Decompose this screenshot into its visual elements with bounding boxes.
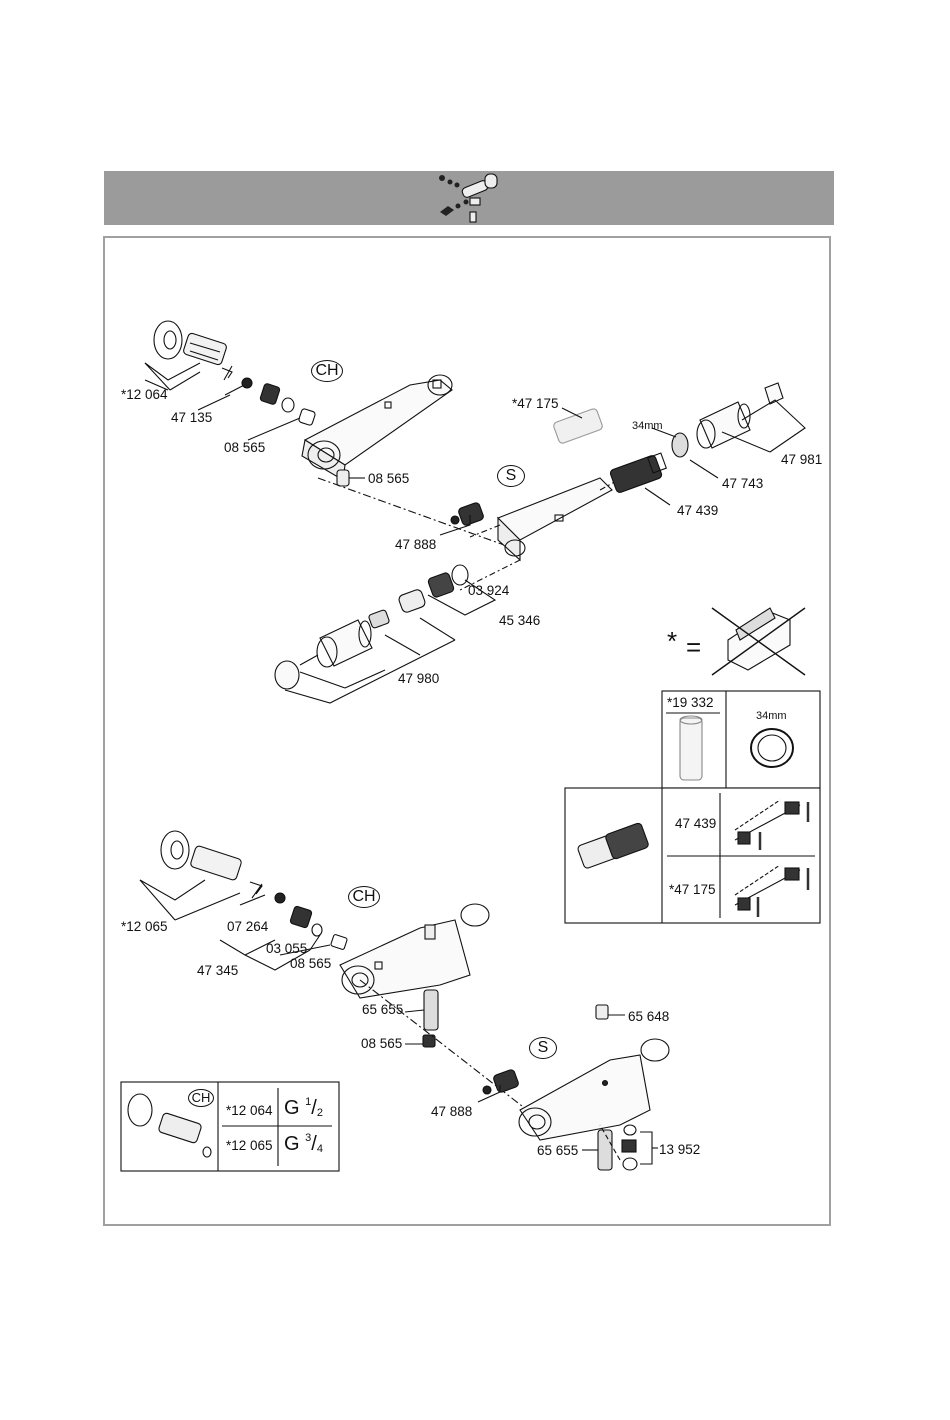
table-row-1-thread: G 1/2	[284, 1097, 323, 1119]
label-45346: 45 346	[499, 614, 540, 628]
cap-65648-shape	[596, 1005, 608, 1019]
label-19332: *19 332	[667, 696, 714, 710]
label-47439: 47 439	[677, 504, 718, 518]
label-65655-b: 65 655	[537, 1144, 578, 1158]
flow-handle-shape	[317, 620, 372, 667]
label-47888: 47 888	[395, 538, 436, 552]
rosette-shape	[154, 321, 182, 359]
check-valve-shape	[183, 332, 228, 365]
grohe-box-crossed-icon	[712, 608, 805, 675]
badge-ch-table: CH	[188, 1089, 214, 1107]
label-12064: *12 064	[121, 388, 168, 402]
table-row-2-part: *12 065	[226, 1139, 273, 1153]
thermo-handle-shape	[697, 402, 750, 448]
label-03055: 03 055	[266, 942, 307, 956]
table-row-2-thread: G 3/4	[284, 1133, 323, 1155]
label-08565-c: 08 565	[290, 957, 331, 971]
rosette-shape	[161, 831, 189, 869]
label-65648: 65 648	[628, 1010, 669, 1024]
legend-equals: =	[686, 634, 701, 660]
badge-ch: CH	[311, 360, 343, 382]
label-47439-legend: 47 439	[675, 817, 716, 831]
label-47135: 47 135	[171, 411, 212, 425]
label-47980: 47 980	[398, 672, 439, 686]
label-47981: 47 981	[781, 453, 822, 467]
shower-thermostat-exploded-icon	[439, 174, 497, 222]
label-47175: *47 175	[512, 397, 559, 411]
badge-s-bath: S	[529, 1037, 557, 1059]
flow-cap-shape	[275, 661, 299, 689]
label-13952: 13 952	[659, 1143, 700, 1157]
cartridge-tube-shape	[680, 718, 702, 780]
label-47743: 47 743	[722, 477, 763, 491]
label-08565-a: 08 565	[224, 441, 265, 455]
badge-s: S	[497, 465, 525, 487]
shower-body-shape	[302, 375, 452, 480]
label-08565-b: 08 565	[368, 472, 409, 486]
label-34mm: 34mm	[632, 421, 663, 432]
table-row-1-part: *12 064	[226, 1104, 273, 1118]
badge-ch-bath: CH	[348, 886, 380, 908]
legend-star: *	[667, 628, 677, 654]
shower-body-s-shape	[498, 478, 612, 560]
bath-body-shape	[340, 904, 489, 998]
label-03924: 03 924	[468, 584, 509, 598]
label-12065: *12 065	[121, 920, 168, 934]
label-47175-legend: *47 175	[669, 883, 716, 897]
label-07264: 07 264	[227, 920, 268, 934]
label-34mm-ring: 34mm	[756, 711, 787, 722]
label-08565-d: 08 565	[361, 1037, 402, 1051]
label-47888-bath: 47 888	[431, 1105, 472, 1119]
label-65655-a: 65 655	[362, 1003, 403, 1017]
label-47345: 47 345	[197, 964, 238, 978]
